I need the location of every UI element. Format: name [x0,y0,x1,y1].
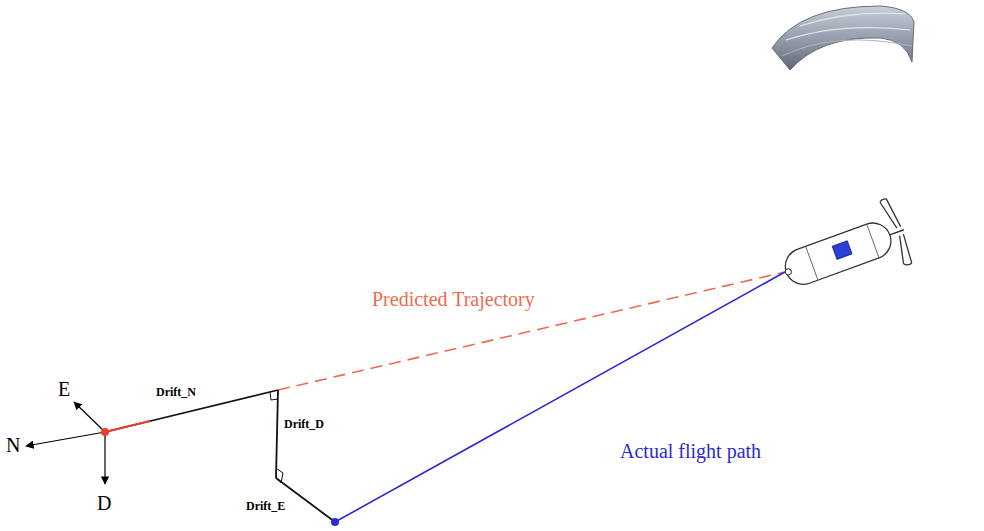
drift-label: Drift_N [156,386,196,400]
actual-flight-path-line [335,272,785,522]
axis-label: D [97,492,111,515]
flight-path-label: Actual flight path [620,440,761,463]
right-angle-mark [276,468,283,483]
axis-label: E [58,378,70,401]
trajectory-label: Predicted Trajectory [372,288,535,311]
axis-label: N [6,434,20,457]
down-axis [104,432,105,484]
drift-label: Drift_D [284,418,324,432]
drift-n-red-part [105,421,150,432]
predicted-trajectory-line [278,272,785,390]
predicted-landing-dot [101,428,109,436]
right-angle-mark [270,392,278,400]
east-axis [74,402,105,432]
north-axis [26,432,105,446]
actual-landing-dot [331,518,339,526]
parafoil-canopy [772,6,914,70]
drift-label: Drift_E [246,500,285,514]
drift-d-line [276,390,278,478]
vehicle [773,196,916,305]
